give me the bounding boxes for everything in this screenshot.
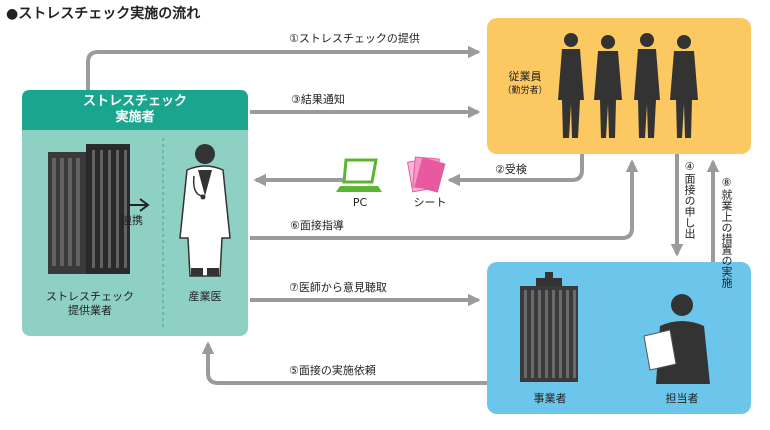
employees-label: 従業員 xyxy=(508,70,542,83)
employees-people-icon xyxy=(558,33,698,138)
business-label: 事業者 xyxy=(533,392,567,405)
flow-label-6: ⑥面接指導 xyxy=(290,219,344,232)
arrow-f5 xyxy=(201,341,487,385)
implementer-header xyxy=(22,90,248,130)
pc-label: PC xyxy=(352,196,368,209)
provider-building-icon xyxy=(48,144,130,274)
doctor-label: 産業医 xyxy=(188,290,222,303)
flow-label-4: ④面接の申し出 xyxy=(683,160,696,239)
flow-label-5: ⑤面接の実施依頼 xyxy=(289,364,376,377)
sheet-icon xyxy=(406,156,446,193)
implementer-title-line2: 実施者 xyxy=(115,110,155,125)
doctor-icon xyxy=(179,144,231,277)
provider-label-line1: ストレスチェック xyxy=(46,290,134,303)
staff-person-icon xyxy=(643,294,710,384)
page-title: ●ストレスチェック実施の流れ xyxy=(6,6,201,22)
arrow-f1 xyxy=(86,45,481,90)
sheet-label: シート xyxy=(413,196,447,209)
flow-label-2: ②受検 xyxy=(495,163,527,176)
flow-label-8: ⑧就業上の措置の実施 xyxy=(720,176,733,288)
arrow-f6 xyxy=(250,159,639,240)
flow-label-1: ①ストレスチェックの提供 xyxy=(289,32,420,45)
staff-label: 担当者 xyxy=(665,392,699,405)
pc-icon xyxy=(336,158,382,192)
flow-label-3: ③結果通知 xyxy=(291,93,345,106)
employees-sub-label: （勤労者） xyxy=(502,86,548,96)
provider-label-line2: 提供業者 xyxy=(68,304,112,317)
arrow-f2 xyxy=(447,154,584,187)
link-label: 連携 xyxy=(121,214,143,227)
implementer-title-line1: ストレスチェック xyxy=(82,94,187,109)
business-building-icon xyxy=(520,272,578,382)
flow-label-7: ⑦医師から意見聴取 xyxy=(289,281,387,294)
